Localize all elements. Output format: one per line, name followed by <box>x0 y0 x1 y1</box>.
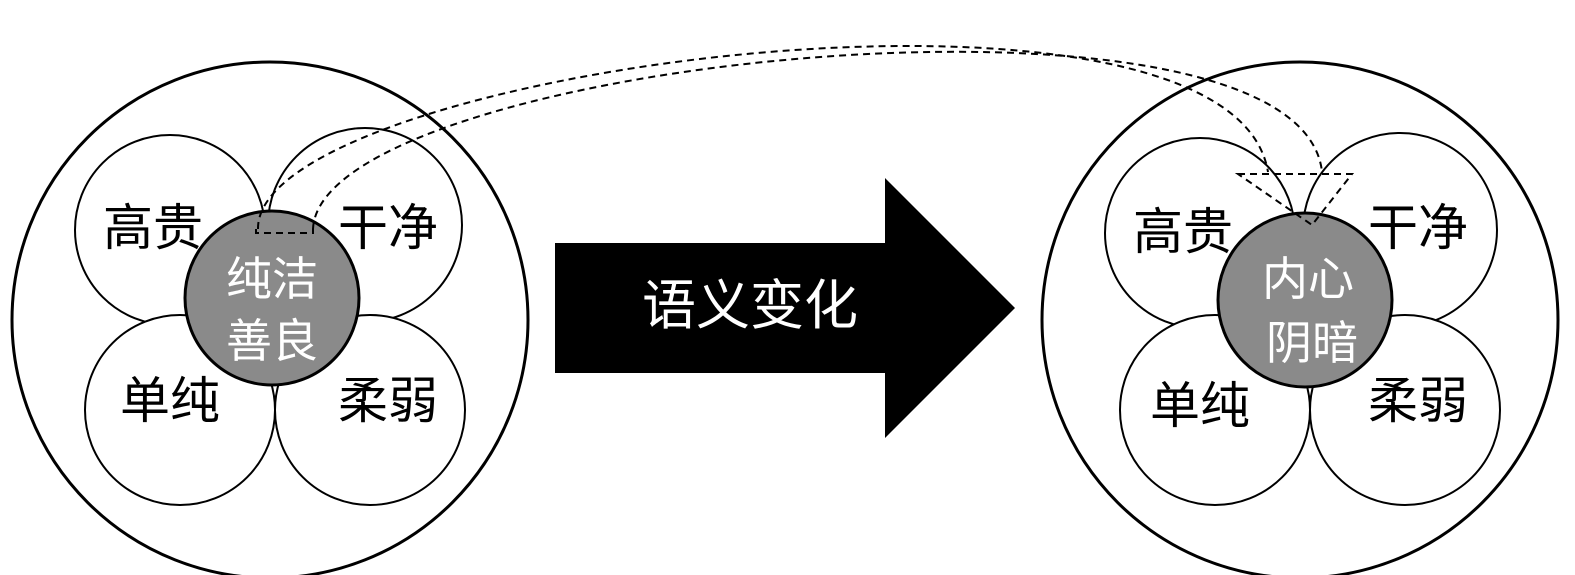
right-core-circle <box>1216 211 1394 389</box>
right-core-label-line2: 阴暗 <box>1266 316 1358 370</box>
transition-arrow: 语义变化 <box>555 178 1015 438</box>
right-petal-label-top-right: 干净 <box>1368 199 1468 257</box>
left-core-label-line2: 善良 <box>226 314 318 368</box>
right-petal-label-bottom-right: 柔弱 <box>1368 372 1468 430</box>
left-cluster: 高贵 干净 单纯 柔弱 纯洁 善良 <box>10 60 530 575</box>
left-petal-label-bottom-left: 单纯 <box>120 372 220 430</box>
right-petal-label-bottom-left: 单纯 <box>1150 377 1250 435</box>
right-core-label-line1: 内心 <box>1262 252 1354 306</box>
left-petal-label-bottom-right: 柔弱 <box>338 372 438 430</box>
right-petal-label-top-left: 高贵 <box>1133 203 1233 261</box>
left-core-tab <box>255 229 314 234</box>
arrow-shape <box>555 178 1015 438</box>
left-core-label-line1: 纯洁 <box>226 252 318 306</box>
right-cluster: 高贵 干净 单纯 柔弱 内心 阴暗 <box>1040 60 1560 575</box>
dashed-connectors <box>255 44 1355 234</box>
arrow-label: 语义变化 <box>642 274 858 337</box>
left-petal-label-top-left: 高贵 <box>103 199 203 257</box>
dashed-arrowhead <box>1234 173 1355 227</box>
dashed-curve-inner <box>312 50 1323 230</box>
dashed-curve-outer <box>256 44 1269 230</box>
left-core-circle <box>183 209 361 387</box>
left-petal-label-top-right: 干净 <box>338 199 438 257</box>
